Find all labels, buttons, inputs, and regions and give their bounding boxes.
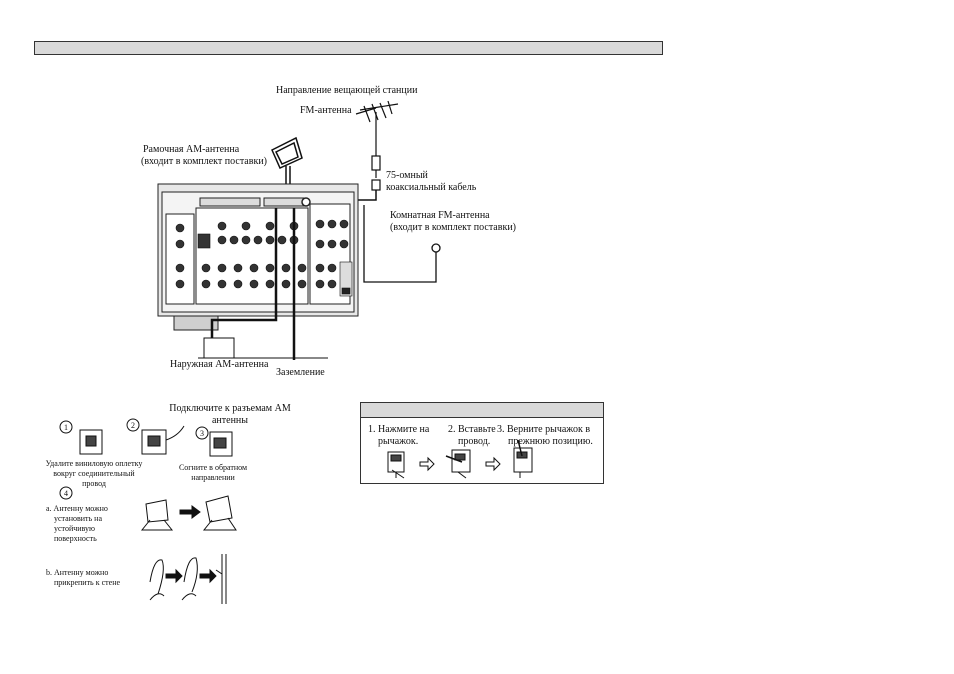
am-loop-antenna-icon xyxy=(271,136,303,200)
option-a-label-2: установить на xyxy=(54,514,103,523)
label-outdoor-am: Наружная АМ-антенна xyxy=(170,359,269,370)
terminal-step1-2: рычажок. xyxy=(378,436,419,447)
label-indoor-fm-2: (входит в комплект поставки) xyxy=(390,222,517,233)
terminal-step3-1: 3. Верните рычажок в xyxy=(497,424,591,435)
label-indoor-fm-1: Комнатная FM-антенна xyxy=(390,210,490,221)
label-ground: Заземление xyxy=(276,367,325,378)
label-fm-antenna: FM-антенна xyxy=(300,105,352,116)
option-a-label-4: поверхность xyxy=(54,534,97,543)
assembly-title-2: антенны xyxy=(211,415,249,426)
option-b-label-2: прикрепить к стене xyxy=(54,578,121,587)
terminal-instruction-box xyxy=(360,402,604,484)
remove-label-3: провод xyxy=(82,479,106,488)
terminal-step2-2: провод. xyxy=(458,436,491,447)
step-number-3: 3 xyxy=(200,429,204,438)
option-a-label-1: a. Антенну можно xyxy=(46,504,108,513)
indoor-fm-antenna-icon xyxy=(363,205,441,283)
fm-antenna-icon xyxy=(355,100,399,191)
label-am-loop-2: (входит в комплект поставки) xyxy=(141,156,268,167)
label-coax-2: коаксиальный кабель xyxy=(386,182,477,193)
terminal-step1-1: 1. Нажмите на xyxy=(368,424,430,435)
option-b-label-1: b. Антенну можно xyxy=(46,568,109,577)
section-header-bar xyxy=(34,41,663,55)
label-am-loop-1: Рамочная АМ-антенна xyxy=(143,144,240,155)
step-number-1: 1 xyxy=(64,423,68,432)
label-broadcast-direction: Направление вещающей станции xyxy=(276,85,418,96)
step-number-2: 2 xyxy=(131,421,135,430)
option-a-label-3: устойчивую xyxy=(54,524,96,533)
assembly-title-1: Подключите к разъемам АМ xyxy=(169,403,291,414)
remove-label-1: Удалите виниловую оплетку xyxy=(45,459,143,468)
terminal-step2-1: 2. Вставьте xyxy=(448,424,496,435)
receiver-jacks xyxy=(175,219,353,297)
terminal-step3-2: прежнюю позицию. xyxy=(508,436,593,447)
step-number-4: 4 xyxy=(64,489,68,498)
bend-label-1: Согните в обратном xyxy=(178,463,248,472)
remove-label-2: вокруг соединительный xyxy=(53,469,135,478)
label-coax-1: 75-омный xyxy=(386,170,428,181)
terminal-box-header xyxy=(361,403,603,418)
bend-label-2: направлении xyxy=(191,473,235,482)
